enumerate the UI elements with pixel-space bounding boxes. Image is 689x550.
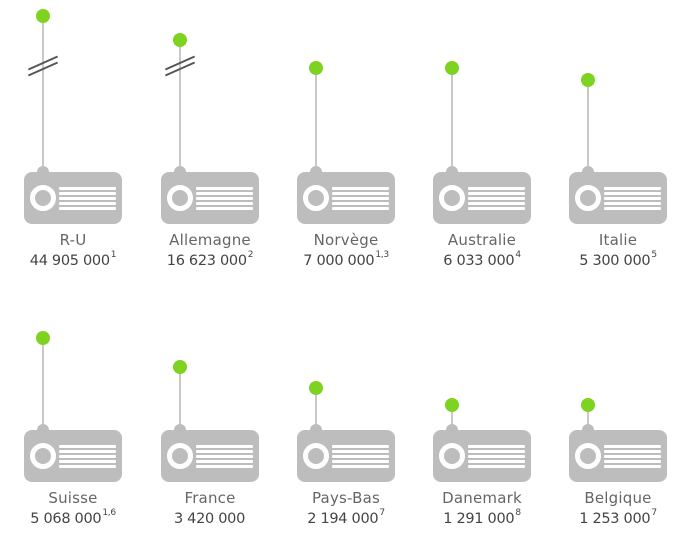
- footnote-marker: 7: [379, 508, 385, 518]
- country-label: Italie: [598, 231, 638, 249]
- radio-icon: [161, 172, 259, 224]
- grille-lines: [468, 187, 525, 212]
- country-label: R-U: [59, 231, 87, 249]
- value-text: 16 623 000: [166, 253, 247, 269]
- footnote-marker: 4: [515, 250, 521, 260]
- antenna-line: [179, 367, 181, 430]
- country-label: Danemark: [442, 489, 522, 507]
- listener-count: 1 291 0008: [414, 508, 550, 527]
- footnote-marker: 1,3: [375, 250, 389, 260]
- speaker-icon: [439, 443, 465, 469]
- antenna-tip-dot: [173, 33, 187, 47]
- antenna-tip-dot: [309, 381, 323, 395]
- value-text: 1 291 000: [443, 511, 515, 527]
- footnote-marker: 5: [651, 250, 657, 260]
- country-label: Norvège: [313, 231, 379, 249]
- country-label: Australie: [447, 231, 517, 249]
- antenna-line: [315, 68, 317, 172]
- grille-lines: [59, 187, 116, 212]
- listener-count: 6 033 0004: [414, 250, 550, 269]
- footnote-marker: 8: [515, 508, 521, 518]
- antenna-tip-dot: [445, 398, 459, 412]
- listener-count: 3 420 000: [142, 511, 278, 527]
- grille-lines: [332, 187, 389, 212]
- antenna-line: [451, 68, 453, 172]
- country-label: Suisse: [48, 489, 98, 507]
- listener-count: 1 253 0007: [550, 508, 686, 527]
- radio-icon: [433, 172, 531, 224]
- speaker-icon: [575, 443, 601, 469]
- speaker-icon: [167, 185, 193, 211]
- speaker-icon: [303, 443, 329, 469]
- antenna-tip-dot: [36, 331, 50, 345]
- listener-count: 5 300 0005: [550, 250, 686, 269]
- value-text: 1 253 000: [579, 511, 651, 527]
- radio-icon: [24, 172, 122, 224]
- antenna-line: [587, 405, 589, 430]
- antenna-line: [42, 338, 44, 430]
- antenna-line: [179, 40, 181, 172]
- value-text: 3 420 000: [173, 511, 246, 527]
- listener-count: 44 905 0001: [5, 250, 141, 269]
- grille-lines: [332, 445, 389, 470]
- listener-count: 16 623 0002: [142, 250, 278, 269]
- grille-lines: [604, 187, 661, 212]
- antenna-line: [42, 16, 44, 172]
- value-text: 6 033 000: [443, 253, 515, 269]
- speaker-icon: [439, 185, 465, 211]
- antenna-line: [315, 388, 317, 430]
- listener-count: 2 194 0007: [278, 508, 414, 527]
- country-label: France: [184, 489, 236, 507]
- speaker-icon: [303, 185, 329, 211]
- radio-icon: [24, 430, 122, 482]
- antenna-line: [587, 80, 589, 172]
- grille-lines: [196, 445, 253, 470]
- radio-icon: [569, 172, 667, 224]
- country-label: Pays-Bas: [311, 489, 381, 507]
- country-label: Allemagne: [169, 231, 251, 249]
- grille-lines: [604, 445, 661, 470]
- listener-count: 7 000 0001,3: [278, 250, 414, 269]
- antenna-tip-dot: [581, 398, 595, 412]
- value-text: 2 194 000: [307, 511, 379, 527]
- antenna-tip-dot: [581, 73, 595, 87]
- speaker-icon: [30, 443, 56, 469]
- antenna-line: [451, 405, 453, 430]
- value-text: 7 000 000: [303, 253, 375, 269]
- radio-icon: [297, 172, 395, 224]
- footnote-marker: 2: [247, 250, 254, 260]
- radio-icon: [433, 430, 531, 482]
- value-text: 5 300 000: [579, 253, 651, 269]
- antenna-tip-dot: [173, 360, 187, 374]
- listener-count: 5 068 0001,6: [5, 508, 141, 527]
- value-text: 5 068 000: [30, 511, 102, 527]
- speaker-icon: [30, 185, 56, 211]
- antenna-tip-dot: [445, 61, 459, 75]
- radio-icon: [569, 430, 667, 482]
- grille-lines: [196, 187, 253, 212]
- grille-lines: [468, 445, 525, 470]
- country-label: Belgique: [584, 489, 652, 507]
- radio-icon: [297, 430, 395, 482]
- value-text: 44 905 000: [29, 253, 110, 269]
- footnote-marker: 7: [651, 508, 657, 518]
- antenna-tip-dot: [309, 61, 323, 75]
- footnote-marker: 1,6: [102, 508, 116, 518]
- grille-lines: [59, 445, 116, 470]
- footnote-marker: 1: [110, 250, 117, 260]
- antenna-tip-dot: [36, 9, 50, 23]
- speaker-icon: [575, 185, 601, 211]
- speaker-icon: [167, 443, 193, 469]
- radio-icon: [161, 430, 259, 482]
